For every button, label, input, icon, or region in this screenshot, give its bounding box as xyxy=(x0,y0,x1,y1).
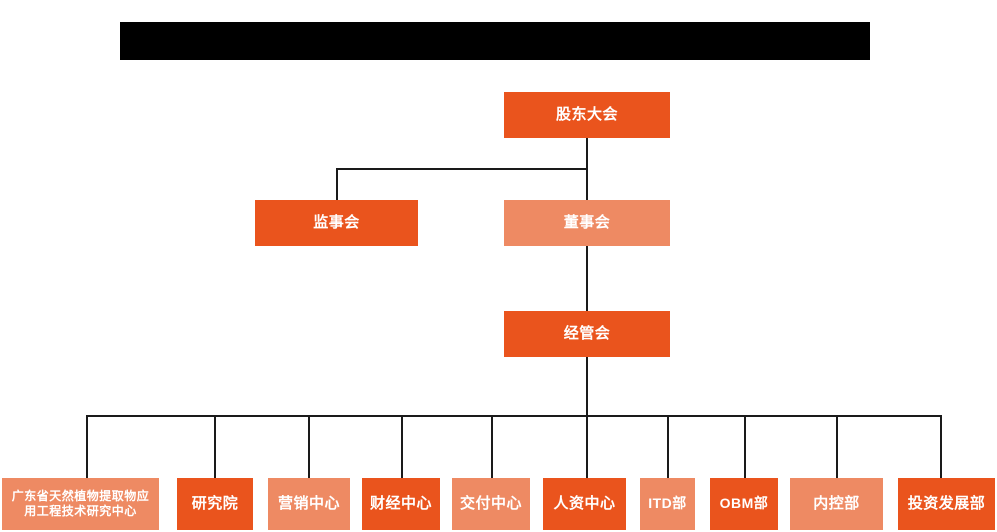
node-label: 营销中心 xyxy=(277,494,340,512)
connector-to-hr-center xyxy=(586,415,588,478)
connector-level1-bus xyxy=(336,168,587,170)
node-label: 研究院 xyxy=(191,494,239,512)
connector-to-delivery-center xyxy=(491,415,493,478)
connector-to-obm-department xyxy=(744,415,746,478)
connector-to-guangdong-research-center xyxy=(86,415,88,478)
connector-to-internal-control-department xyxy=(836,415,838,478)
node-label: 董事会 xyxy=(563,213,611,231)
node-itd-department[interactable]: ITD部 xyxy=(640,478,695,530)
redacted-title-bar xyxy=(120,22,870,60)
connector-departments-bus xyxy=(86,415,941,417)
node-label: 经管会 xyxy=(563,324,611,342)
connector-shareholders-down xyxy=(586,138,588,169)
connector-to-itd-department xyxy=(667,415,669,478)
node-research-institute[interactable]: 研究院 xyxy=(177,478,253,530)
node-finance-center[interactable]: 财经中心 xyxy=(362,478,440,530)
node-label: 内控部 xyxy=(813,494,860,512)
node-label: 监事会 xyxy=(313,213,360,231)
node-label: 财经中心 xyxy=(369,494,432,512)
connector-to-investment-development-department xyxy=(940,415,942,478)
node-obm-department[interactable]: OBM部 xyxy=(710,478,778,530)
node-guangdong-research-center[interactable]: 广东省天然植物提取物应 用工程技术研究中心 xyxy=(2,478,159,530)
connector-board-to-management xyxy=(586,246,588,312)
connector-to-research-institute xyxy=(214,415,216,478)
node-label: 股东大会 xyxy=(555,105,618,123)
node-hr-center[interactable]: 人资中心 xyxy=(543,478,626,530)
connector-to-board-of-directors xyxy=(586,168,588,201)
node-board-of-directors[interactable]: 董事会 xyxy=(504,200,670,246)
connector-to-supervisory-board xyxy=(336,168,338,201)
node-delivery-center[interactable]: 交付中心 xyxy=(452,478,530,530)
connector-to-finance-center xyxy=(401,415,403,478)
node-label: OBM部 xyxy=(719,495,769,512)
node-internal-control-department[interactable]: 内控部 xyxy=(790,478,883,530)
node-management-committee[interactable]: 经管会 xyxy=(504,311,670,357)
node-marketing-center[interactable]: 营销中心 xyxy=(268,478,350,530)
node-shareholders-meeting[interactable]: 股东大会 xyxy=(504,92,670,138)
node-label: 广东省天然植物提取物应 用工程技术研究中心 xyxy=(11,489,150,518)
node-label: 人资中心 xyxy=(553,494,616,512)
node-investment-development-department[interactable]: 投资发展部 xyxy=(898,478,995,530)
node-label: ITD部 xyxy=(648,495,687,512)
node-label: 交付中心 xyxy=(459,494,522,512)
node-supervisory-board[interactable]: 监事会 xyxy=(255,200,418,246)
node-label: 投资发展部 xyxy=(907,494,986,512)
connector-management-down xyxy=(586,357,588,417)
connector-to-marketing-center xyxy=(308,415,310,478)
